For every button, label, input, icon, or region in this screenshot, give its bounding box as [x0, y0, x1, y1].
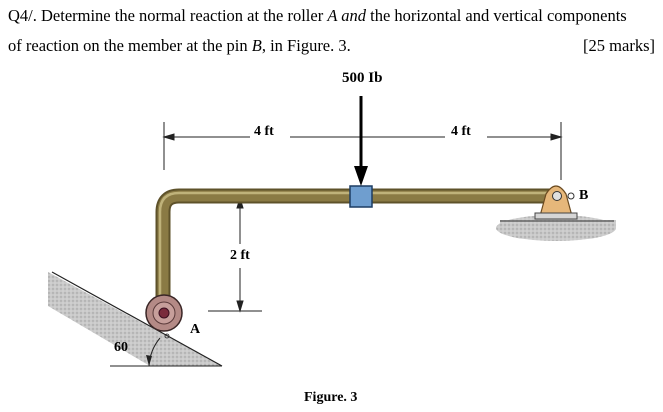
load-arrow-icon: [354, 166, 368, 186]
figure-caption: Figure. 3: [304, 390, 358, 405]
question-text-part: of reaction on the member at the pin: [8, 36, 252, 55]
question-text-part: the horizontal and vertical components: [366, 6, 627, 25]
pin-support-b: [539, 185, 573, 217]
dimension-left-label: 4 ft: [254, 124, 274, 139]
question-text-line-1: Q4/. Determine the normal reaction at th…: [8, 6, 627, 26]
incline-surface-line: [51, 271, 223, 367]
angle-degree-mark: [164, 333, 170, 339]
member-bar: [155, 188, 556, 312]
pin-support-base: [534, 212, 578, 220]
point-b-label: B: [579, 188, 589, 203]
dimension-lines: [110, 122, 563, 367]
pin-b-icon: [552, 191, 562, 201]
member-bar-highlight: [158, 191, 556, 312]
ground-b-top: [500, 220, 616, 228]
question-text-italic: A and: [327, 6, 366, 25]
question-text-part: , in Figure. 3.: [261, 36, 351, 55]
dimension-right-label: 4 ft: [451, 124, 471, 139]
question-text-italic: B: [251, 36, 262, 55]
question-text-line-2: of reaction on the member at the pin B, …: [8, 36, 351, 56]
question-number: Q4/.: [8, 6, 37, 25]
roller-a-hub: [158, 307, 170, 319]
point-a-label: A: [190, 322, 201, 337]
member-bar-body: [157, 190, 556, 312]
angle-arrow-icon: [146, 355, 152, 366]
load-collar: [349, 185, 373, 208]
marks-label: [25 marks]: [583, 36, 655, 55]
load-label: 500 Ib: [342, 70, 383, 86]
pin-b-open-circle: [567, 192, 575, 200]
dimension-vertical-label: 2 ft: [230, 248, 250, 263]
question-text-part: Determine the normal reaction at the rol…: [36, 6, 328, 25]
angle-label: 60: [114, 340, 128, 355]
